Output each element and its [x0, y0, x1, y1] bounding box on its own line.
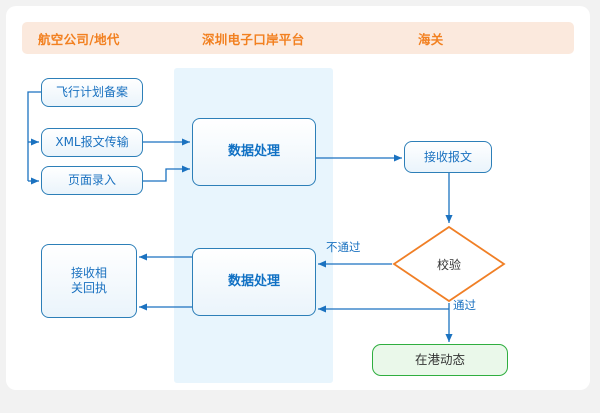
node-page-entry[interactable]: 页面录入	[41, 166, 143, 195]
flowchart-card: 航空公司/地代 深圳电子口岸平台 海关	[6, 6, 590, 390]
node-data-processing-bottom[interactable]: 数据处理	[192, 248, 316, 316]
diamond-shape-icon	[392, 225, 506, 303]
edge-label-pass: 通过	[453, 298, 476, 312]
node-flight-plan-filing[interactable]: 飞行计划备案	[41, 78, 143, 107]
node-receive-related-receipt[interactable]: 接收相 关回执	[41, 244, 137, 318]
swimlane-header-customs: 海关	[418, 32, 444, 47]
node-verification-decision[interactable]: 校验	[392, 225, 506, 303]
swimlane-header-platform: 深圳电子口岸平台	[202, 32, 305, 47]
platform-swimlane-band	[174, 68, 333, 383]
node-in-port-status[interactable]: 在港动态	[372, 344, 508, 376]
node-data-processing-top[interactable]: 数据处理	[192, 118, 316, 186]
edge-label-fail: 不通过	[326, 240, 361, 254]
node-verification-label: 校验	[436, 257, 461, 272]
node-receive-message[interactable]: 接收报文	[404, 141, 492, 173]
swimlane-header-band: 航空公司/地代 深圳电子口岸平台 海关	[22, 22, 574, 54]
node-xml-message-transfer[interactable]: XML报文传输	[41, 128, 143, 157]
swimlane-header-airline: 航空公司/地代	[38, 32, 120, 47]
